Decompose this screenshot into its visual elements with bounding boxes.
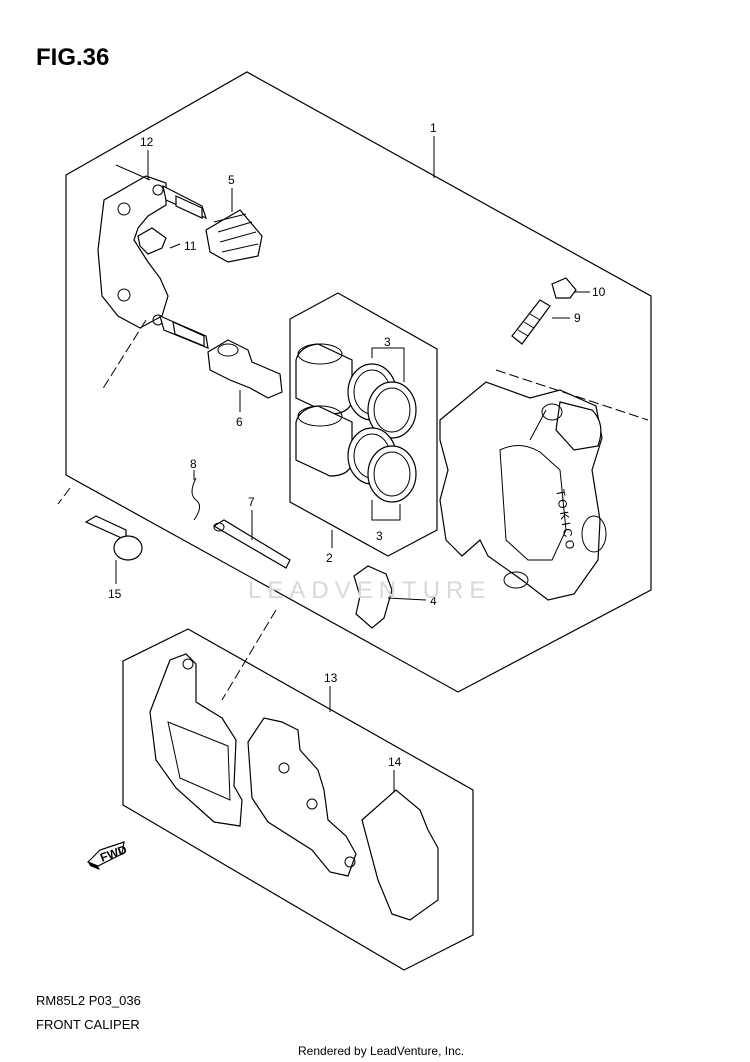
- bracket-clip-part: [137, 227, 167, 255]
- callout-15: 15: [108, 587, 122, 601]
- callout-12: 12: [140, 135, 154, 149]
- caliper-bracket-part: [97, 164, 209, 349]
- assembly-1-outline: [65, 71, 652, 693]
- brake-pad-right-part: [247, 717, 357, 877]
- pad-pin-part: [212, 519, 291, 569]
- slide-pin-part: [207, 339, 283, 399]
- callout-1: 1: [430, 121, 437, 135]
- model-code: RM85L2 P03_036: [36, 993, 141, 1008]
- bleeder-valve-part: [511, 299, 551, 345]
- callout-4: 4: [430, 594, 437, 608]
- figure-title: FIG.36: [36, 44, 110, 71]
- callout-9: 9: [574, 311, 581, 325]
- watermark: LEADVENTURE: [248, 577, 492, 604]
- callout-13: 13: [324, 671, 338, 685]
- fwd-label: FWD: [98, 842, 129, 865]
- bleeder-cap-part: [551, 277, 577, 299]
- callout-3-top: 3: [384, 335, 391, 349]
- callout-8: 8: [190, 457, 197, 471]
- boot-part: [205, 209, 263, 263]
- callout-10: 10: [592, 285, 606, 299]
- fwd-arrow-icon: [86, 841, 125, 870]
- leader-lines: [57, 136, 649, 792]
- pistons-part: [295, 343, 353, 477]
- callout-7: 7: [248, 495, 255, 509]
- pad-set-outline: [122, 628, 474, 971]
- piston-kit-outline: [289, 292, 438, 557]
- callout-11: 11: [184, 239, 197, 253]
- pad-shim-part: [361, 789, 439, 921]
- brake-pad-left-part: [149, 653, 243, 827]
- figure-caption: FRONT CALIPER: [36, 1017, 140, 1032]
- callout-14: 14: [388, 755, 402, 769]
- caliper-body-part: [439, 381, 607, 601]
- callout-2: 2: [326, 551, 333, 565]
- mounting-bolt-part: [84, 515, 143, 561]
- render-credit: Rendered by LeadVenture, Inc.: [298, 1044, 465, 1058]
- clip-part: [191, 477, 200, 521]
- callout-5: 5: [228, 173, 235, 187]
- pad-spring-part: [353, 565, 393, 629]
- piston-seals-part: [347, 347, 417, 521]
- callout-3-bottom: 3: [376, 529, 383, 543]
- callout-6: 6: [236, 415, 243, 429]
